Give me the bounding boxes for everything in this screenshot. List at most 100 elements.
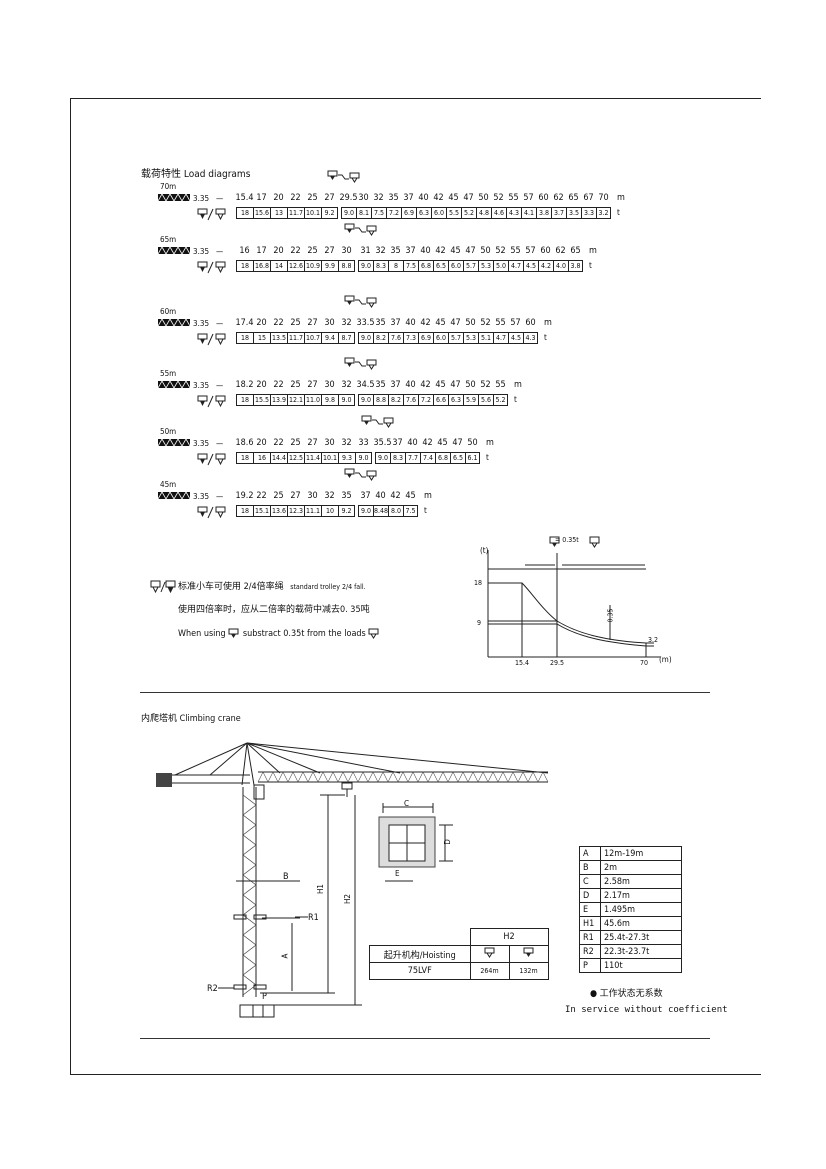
graph-legend-eq: =	[555, 536, 561, 544]
load-cell: 15.6	[253, 207, 270, 219]
graph-y-18: 18	[474, 579, 483, 587]
load-cell: 7.2	[418, 394, 433, 406]
climbing-title-en: Climbing crane	[179, 714, 241, 724]
unit-t: t	[544, 333, 547, 342]
fall-change-icon	[344, 295, 377, 308]
load-cell: 3.3	[581, 207, 596, 219]
load-cell: 4.3	[523, 332, 538, 344]
radius-value: 22	[290, 246, 301, 256]
graph-legend: = 0.35t	[555, 537, 579, 544]
trolley-icons	[197, 506, 226, 519]
start-radius: 3.35	[193, 319, 210, 328]
load-cell: 11.4	[304, 452, 321, 464]
radius-value: 25	[290, 380, 301, 390]
spec-key: A	[579, 846, 601, 861]
load-cell: 9.0	[338, 394, 355, 406]
load-cell: 4.6	[491, 207, 506, 219]
load-cell: 18	[236, 332, 253, 344]
load-cell: 6.3	[416, 207, 431, 219]
jib-section-icon	[158, 381, 190, 389]
load-cell: 11.0	[304, 394, 321, 406]
plan-view-drawing	[378, 803, 453, 882]
jib-section-icon	[158, 194, 190, 202]
note-line1-en: standard trolley 2/4 fall.	[290, 583, 366, 591]
radius-value: 62	[555, 246, 566, 256]
load-cell: 12.6	[287, 260, 304, 272]
hoist-table: H2 起升机构/Hoisting 75LVF 264m 132m	[369, 928, 549, 980]
load-cell: 8.3	[373, 260, 388, 272]
bullet-icon: ●	[590, 989, 598, 999]
load-cell: 8.8	[373, 394, 388, 406]
load-cell: 7.2	[386, 207, 401, 219]
radius-value: 35	[388, 193, 399, 203]
graph-legend-val: 0.35t	[562, 536, 579, 544]
radius-value: 29.5	[339, 193, 358, 203]
load-cell: 5.5	[446, 207, 461, 219]
radius-value: 20	[273, 246, 284, 256]
load-cell: 6.6	[433, 394, 448, 406]
radius-value: 27	[307, 380, 318, 390]
twofall-hook-icon	[484, 947, 494, 958]
radius-value: 25	[290, 438, 301, 448]
radius-value: 67	[583, 193, 594, 203]
trolley-icons	[197, 261, 226, 274]
load-cell: 4.5	[523, 260, 538, 272]
load-cell: 5.2	[461, 207, 476, 219]
load-diagrams-title: 载荷特性 Load diagrams	[141, 170, 250, 180]
radius-value: 32	[373, 193, 384, 203]
fall-change-icon	[344, 468, 377, 481]
spec-value: 2.58m	[600, 874, 682, 889]
trolley-icons	[150, 580, 176, 594]
radius-value: 17.4	[235, 318, 254, 328]
load-cell: 9.0	[358, 394, 373, 406]
hoist-row-label: 起升机构/Hoisting	[369, 945, 471, 963]
load-cell: 6.0	[433, 332, 448, 344]
radius-value: 18.6	[235, 438, 254, 448]
start-radius: 3.35	[193, 439, 210, 448]
note-line2: 使用四倍率时，应从二倍率的载荷中减去0. 35吨	[178, 605, 370, 615]
radius-value: 37	[392, 438, 403, 448]
fall-change-icon	[344, 223, 377, 236]
dim-b: B	[283, 872, 289, 882]
graph-end-val: 3.2	[648, 636, 659, 644]
hoist-model: 75LVF	[369, 962, 471, 980]
radius-value: 40	[420, 246, 431, 256]
climbing-crane-drawing	[156, 742, 549, 1018]
hoist-2fall-col	[469, 945, 510, 963]
radius-value: 30	[307, 491, 318, 501]
load-cell: 4.8	[476, 207, 491, 219]
load-cell: 15.5	[253, 394, 270, 406]
radius-value: 22	[273, 438, 284, 448]
jib-length: 65m	[160, 235, 177, 244]
load-cell: 16.8	[253, 260, 270, 272]
unit-m: m	[589, 246, 597, 256]
hoist-empty	[369, 928, 471, 946]
load-cell: 18	[236, 505, 253, 517]
load-cell: 10	[321, 505, 338, 517]
load-cell: 16	[253, 452, 270, 464]
load-cell: 8.7	[338, 332, 355, 344]
unit-t: t	[514, 395, 517, 404]
graph-x-unit: (m)	[659, 655, 672, 664]
radius-value: 27	[307, 438, 318, 448]
load-cell: 3.5	[566, 207, 581, 219]
load-cell: 5.3	[463, 332, 478, 344]
load-cell: 15	[253, 332, 270, 344]
jib-length: 55m	[160, 369, 177, 378]
jib-section-icon	[158, 319, 190, 327]
note-line3: When using substract 0.35t from the load…	[178, 628, 380, 639]
note-line1-cn: 标准小车可使用 2/4倍率绳	[178, 582, 284, 592]
fall-change-icon	[361, 415, 394, 428]
radius-value: 20	[256, 380, 267, 390]
load-cell: 9.9	[321, 260, 338, 272]
load-cell: 18	[236, 452, 253, 464]
radius-value: 40	[375, 491, 386, 501]
radius-value: 60	[540, 246, 551, 256]
